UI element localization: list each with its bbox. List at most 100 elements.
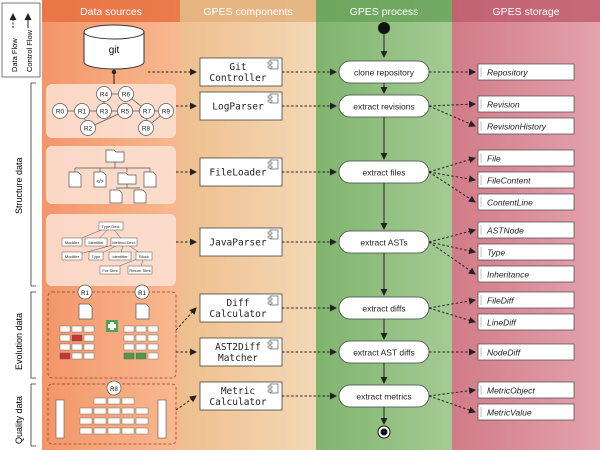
component-name: AST2Diff — [215, 342, 261, 353]
diff-panel — [47, 291, 177, 379]
storage-entity-label: ASTNode — [486, 226, 524, 236]
revision-label: R1 — [78, 108, 87, 115]
storage-entity[interactable] — [477, 171, 575, 189]
git-label: git — [109, 45, 120, 56]
component-icon — [267, 65, 273, 69]
component-icon — [267, 385, 273, 389]
ast-node — [108, 251, 132, 261]
revision-node — [158, 103, 174, 119]
component-box[interactable]: LogParser — [199, 91, 283, 121]
ast-node — [147, 352, 159, 360]
ast-node — [135, 334, 147, 342]
revision-label: R0 — [56, 108, 65, 115]
revision-node — [96, 103, 112, 119]
component-icon — [267, 389, 273, 393]
component-icon — [267, 235, 273, 239]
ast-node — [99, 265, 121, 275]
component-icon — [269, 295, 279, 306]
ast-node — [107, 397, 121, 405]
start-node — [378, 22, 390, 34]
ast-node — [107, 427, 121, 435]
process-step-label: extract revisions — [353, 102, 414, 112]
revision-node — [138, 120, 154, 136]
file-icon — [133, 189, 147, 204]
component-icon — [269, 59, 279, 70]
component-frame[interactable] — [199, 157, 283, 187]
ast-node — [123, 334, 135, 342]
component-icon — [269, 339, 279, 350]
component-name: Calculator — [209, 397, 266, 408]
storage-entity-label: FileContent — [487, 176, 531, 186]
storage-entity[interactable] — [477, 243, 575, 261]
ast-node — [107, 417, 121, 425]
arrow-layer — [148, 68, 476, 414]
ast-node-label: Block — [139, 254, 149, 259]
ast-node — [147, 325, 159, 333]
ast-node-label: Return Stmt — [129, 268, 151, 273]
revision-label: R8 — [142, 125, 151, 132]
ast-node-label: Identifier — [112, 254, 128, 259]
revision-node — [118, 86, 134, 102]
ast-node — [123, 343, 135, 351]
storage-entity-label: NodeDiff — [487, 348, 522, 358]
component-name: FileLoader — [209, 168, 266, 179]
storage-entity[interactable] — [477, 221, 575, 239]
component-name: Matcher — [218, 353, 258, 364]
storage-entity-label: File — [487, 154, 501, 164]
storage-entity[interactable] — [477, 63, 575, 81]
storage-entity-label: RevisionHistory — [487, 122, 547, 132]
storage-entity[interactable] — [477, 291, 575, 309]
storage-entity[interactable] — [477, 149, 575, 167]
ast-node — [135, 343, 147, 351]
ast-node — [127, 265, 153, 275]
diff-right-revision: R1 — [138, 291, 146, 297]
storage-entity[interactable] — [477, 95, 575, 113]
storage-entity[interactable] — [477, 265, 575, 283]
revision-node — [117, 103, 133, 119]
storage-entity[interactable] — [477, 313, 575, 331]
header-bg-process — [316, 0, 452, 22]
bracket-structure — [30, 82, 36, 287]
storage-entity[interactable] — [477, 343, 575, 361]
ruler-icon — [157, 399, 167, 439]
storage-entity-label: Type — [487, 248, 506, 258]
ast-node — [135, 352, 147, 360]
ast-node-label: Type — [92, 254, 101, 259]
java-file-icon — [135, 303, 150, 320]
component-name: LogParser — [212, 102, 264, 113]
ast-node — [110, 237, 138, 247]
revision-node — [74, 103, 90, 119]
ast-node — [121, 397, 135, 405]
storage-entity[interactable] — [477, 403, 575, 421]
component-box[interactable]: FileLoader — [199, 157, 283, 187]
revision-label: R3 — [100, 108, 109, 115]
metrics-illustration: R8 — [55, 380, 167, 439]
storage-entity-label: FileDiff — [487, 296, 515, 306]
header-bg-sources — [42, 0, 180, 22]
storage-entity[interactable] — [477, 381, 575, 399]
ast-node — [79, 417, 93, 425]
subfolder-icon — [117, 172, 137, 185]
process-step-label: extract AST diffs — [353, 348, 415, 358]
component-box[interactable]: JavaParser — [199, 227, 283, 257]
legend-control-flow: Control Flow — [25, 29, 34, 72]
process-step-label: extract ASTs — [360, 238, 407, 248]
storage-entity[interactable] — [477, 193, 575, 211]
process-step-label: clone repository — [354, 68, 415, 78]
storage-entity[interactable] — [477, 117, 575, 135]
header-storage: GPES storage — [492, 6, 559, 18]
data-flow-arrow — [428, 228, 476, 243]
ast-node — [84, 237, 108, 247]
file-tree: </> — [68, 149, 157, 204]
java-file-label: </> — [96, 179, 103, 185]
ast-node — [121, 427, 135, 435]
ast-node-label: Type Decl. — [102, 224, 121, 229]
end-node-core — [380, 428, 388, 436]
component-icon — [269, 229, 279, 240]
